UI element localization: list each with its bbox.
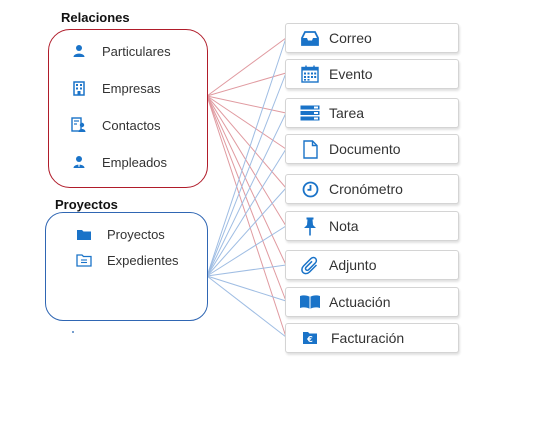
target-adjunto[interactable]: Adjunto bbox=[285, 250, 459, 280]
target-label: Evento bbox=[329, 66, 373, 82]
proyectos-item-label: Proyectos bbox=[107, 226, 165, 242]
connector-line bbox=[206, 95, 287, 266]
connector-line bbox=[206, 264, 287, 277]
target-label: Tarea bbox=[329, 105, 365, 121]
relaciones-item-contactos[interactable]: Contactos bbox=[70, 117, 161, 133]
paperclip-icon bbox=[299, 255, 321, 275]
person-icon bbox=[70, 43, 88, 59]
proyectos-item-proyectos[interactable]: Proyectos bbox=[75, 226, 165, 242]
target-facturacion[interactable]: € Facturación bbox=[285, 323, 459, 353]
calendar-icon bbox=[299, 64, 321, 84]
connector-line bbox=[206, 275, 287, 338]
proyectos-group bbox=[45, 212, 208, 321]
relaciones-item-empresas[interactable]: Empresas bbox=[70, 80, 161, 96]
target-label: Cronómetro bbox=[329, 181, 403, 197]
pin-icon bbox=[299, 216, 321, 236]
connector-line bbox=[206, 148, 287, 277]
contacts-icon bbox=[70, 117, 88, 133]
connector-line bbox=[206, 95, 287, 227]
target-label: Documento bbox=[329, 141, 401, 157]
target-evento[interactable]: Evento bbox=[285, 59, 459, 89]
folder-icon bbox=[75, 226, 93, 242]
target-label: Adjunto bbox=[329, 257, 377, 273]
task-icon bbox=[299, 103, 321, 123]
target-correo[interactable]: Correo bbox=[285, 23, 459, 53]
employee-icon bbox=[70, 154, 88, 170]
target-tarea[interactable]: Tarea bbox=[285, 98, 459, 128]
connector-line bbox=[206, 187, 287, 277]
invoice-icon: € bbox=[299, 328, 321, 348]
connector-line bbox=[206, 37, 287, 97]
clock-icon bbox=[299, 179, 321, 199]
relaciones-item-label: Contactos bbox=[102, 117, 161, 133]
connector-line bbox=[206, 95, 287, 114]
target-label: Correo bbox=[329, 30, 372, 46]
inbox-icon bbox=[299, 28, 321, 48]
svg-text:€: € bbox=[306, 335, 313, 344]
proyectos-item-expedientes[interactable]: Expedientes bbox=[75, 252, 179, 268]
connector-line bbox=[206, 72, 287, 277]
book-icon bbox=[299, 292, 321, 312]
connector-line bbox=[206, 95, 287, 189]
relaciones-item-empleados[interactable]: Empleados bbox=[70, 154, 167, 170]
connector-line bbox=[206, 72, 287, 97]
connector-line bbox=[206, 275, 287, 302]
relaciones-title: Relaciones bbox=[61, 10, 130, 25]
target-actuacion[interactable]: Actuación bbox=[285, 287, 459, 317]
target-documento[interactable]: Documento bbox=[285, 134, 459, 164]
building-icon bbox=[70, 80, 88, 96]
connector-line bbox=[206, 112, 287, 277]
proyectos-item-label: Expedientes bbox=[107, 252, 179, 268]
relaciones-item-label: Empleados bbox=[102, 154, 168, 170]
connector-line bbox=[206, 37, 287, 277]
proyectos-title: Proyectos bbox=[55, 197, 118, 212]
target-cronometro[interactable]: Cronómetro bbox=[285, 174, 459, 204]
target-nota[interactable]: Nota bbox=[285, 211, 459, 241]
document-icon bbox=[299, 139, 321, 159]
file-folder-icon bbox=[75, 252, 93, 268]
target-label: Nota bbox=[329, 218, 359, 234]
relaciones-item-particulares[interactable]: Particulares bbox=[70, 43, 171, 59]
relaciones-item-label: Empresas bbox=[102, 80, 161, 96]
target-label: Actuación bbox=[329, 294, 391, 310]
connector-line bbox=[206, 225, 287, 277]
stray-dot bbox=[72, 331, 74, 333]
relaciones-item-label: Particulares bbox=[102, 43, 171, 59]
connector-line bbox=[206, 95, 287, 338]
target-label: Facturación bbox=[331, 330, 405, 346]
